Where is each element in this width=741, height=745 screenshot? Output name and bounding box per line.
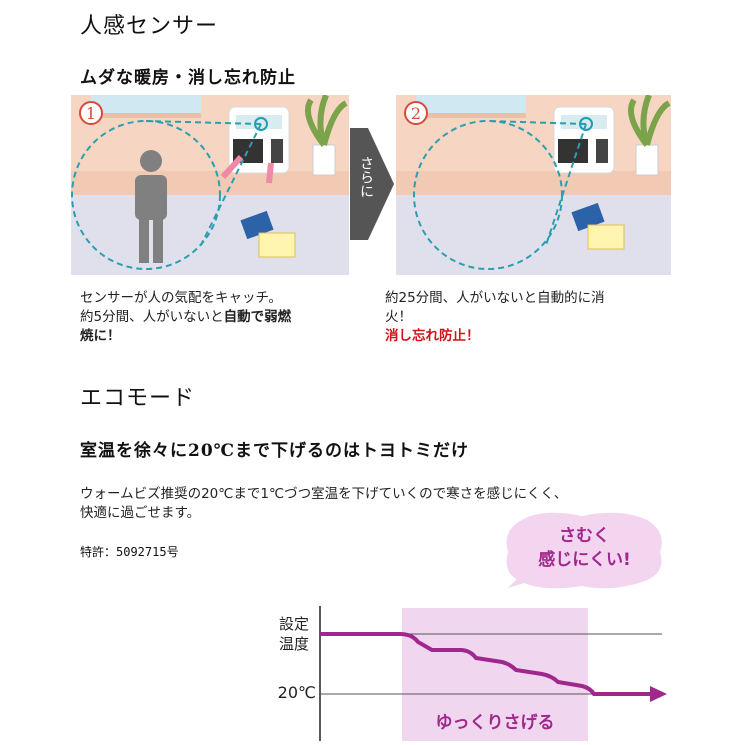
caption-2-line-1: 約25分間、人がいないと自動的に消 (385, 290, 605, 306)
caption-1-line-3: 焼に！ (80, 328, 121, 344)
bubble-line-1: さむく (559, 526, 610, 546)
chart-y-label-line-1: 設定 (278, 615, 309, 633)
speech-bubble-shape (506, 512, 662, 589)
chart-shaded-region (402, 608, 588, 741)
caption-1-line-1: センサーが人の気配をキャッチ。 (80, 290, 282, 306)
next-arrow: さらに (350, 128, 394, 240)
next-arrow-label: さらに (358, 156, 374, 198)
bubble-text: さむく 感じにくい! (502, 524, 667, 572)
sensor-subtitle: ムダな暖房・消し忘れ防止 (80, 68, 296, 88)
chart-shaded-label: ゆっくりさげる (435, 713, 555, 733)
sensor-title: 人感センサー (80, 14, 219, 39)
caption-2-line-3: 消し忘れ防止！ (385, 328, 480, 344)
eco-description-line-2: 快適に過ごせます。 (80, 505, 201, 521)
chart-y-label: 設定 温度 (272, 614, 316, 654)
eco-chart: 設定 温度 20℃ ゆっくりさげる (272, 606, 672, 741)
caption-1-line-2: 約5分間、人がいないと自動で弱燃 (80, 308, 350, 327)
room-scene-1: 1 (71, 95, 349, 275)
eco-title: エコモード (80, 386, 196, 411)
panel-number-1: 1 (86, 104, 96, 123)
chart-y-tick-20c: 20℃ (277, 683, 316, 702)
next-arrow-shape (350, 128, 394, 240)
caption-2-line-2: 火！ (385, 309, 412, 325)
chart-temperature-line (320, 632, 650, 696)
eco-description: ウォームビズ推奨の20℃まで1℃づつ室温を下げていくので寒さを感じにくく、 快適… (80, 485, 680, 523)
eco-description-line-1: ウォームビズ推奨の20℃まで1℃づつ室温を下げていくので寒さを感じにくく、 (80, 486, 568, 502)
eco-subtitle: 室温を徐々に20℃まで下げるのはトヨトミだけ (80, 441, 470, 461)
caption-2: 約25分間、人がいないと自動的に消 火！ 消し忘れ防止！ (385, 289, 670, 346)
speech-bubble: さむく 感じにくい! (502, 512, 667, 590)
patent-number: 特許：5092715号 (80, 545, 179, 559)
panel-number-2: 2 (411, 104, 421, 123)
chart-y-label-line-2: 温度 (278, 635, 309, 653)
sensor-illustration-2: 2 (396, 95, 671, 275)
caption-1: センサーが人の気配をキャッチ。 約5分間、人がいないと自動で弱燃 焼に！ (80, 289, 350, 346)
caption-1-line-2a: 約5分間、人がいないと (80, 309, 224, 325)
room-scene-2: 2 (396, 95, 671, 275)
bubble-line-2: 感じにくい! (538, 550, 631, 570)
chart-line-arrowhead (650, 686, 667, 702)
sensor-illustration-1: 1 (71, 95, 349, 275)
eco-chart-svg (319, 606, 667, 741)
caption-1-line-2b: 自動で弱燃 (223, 309, 292, 325)
